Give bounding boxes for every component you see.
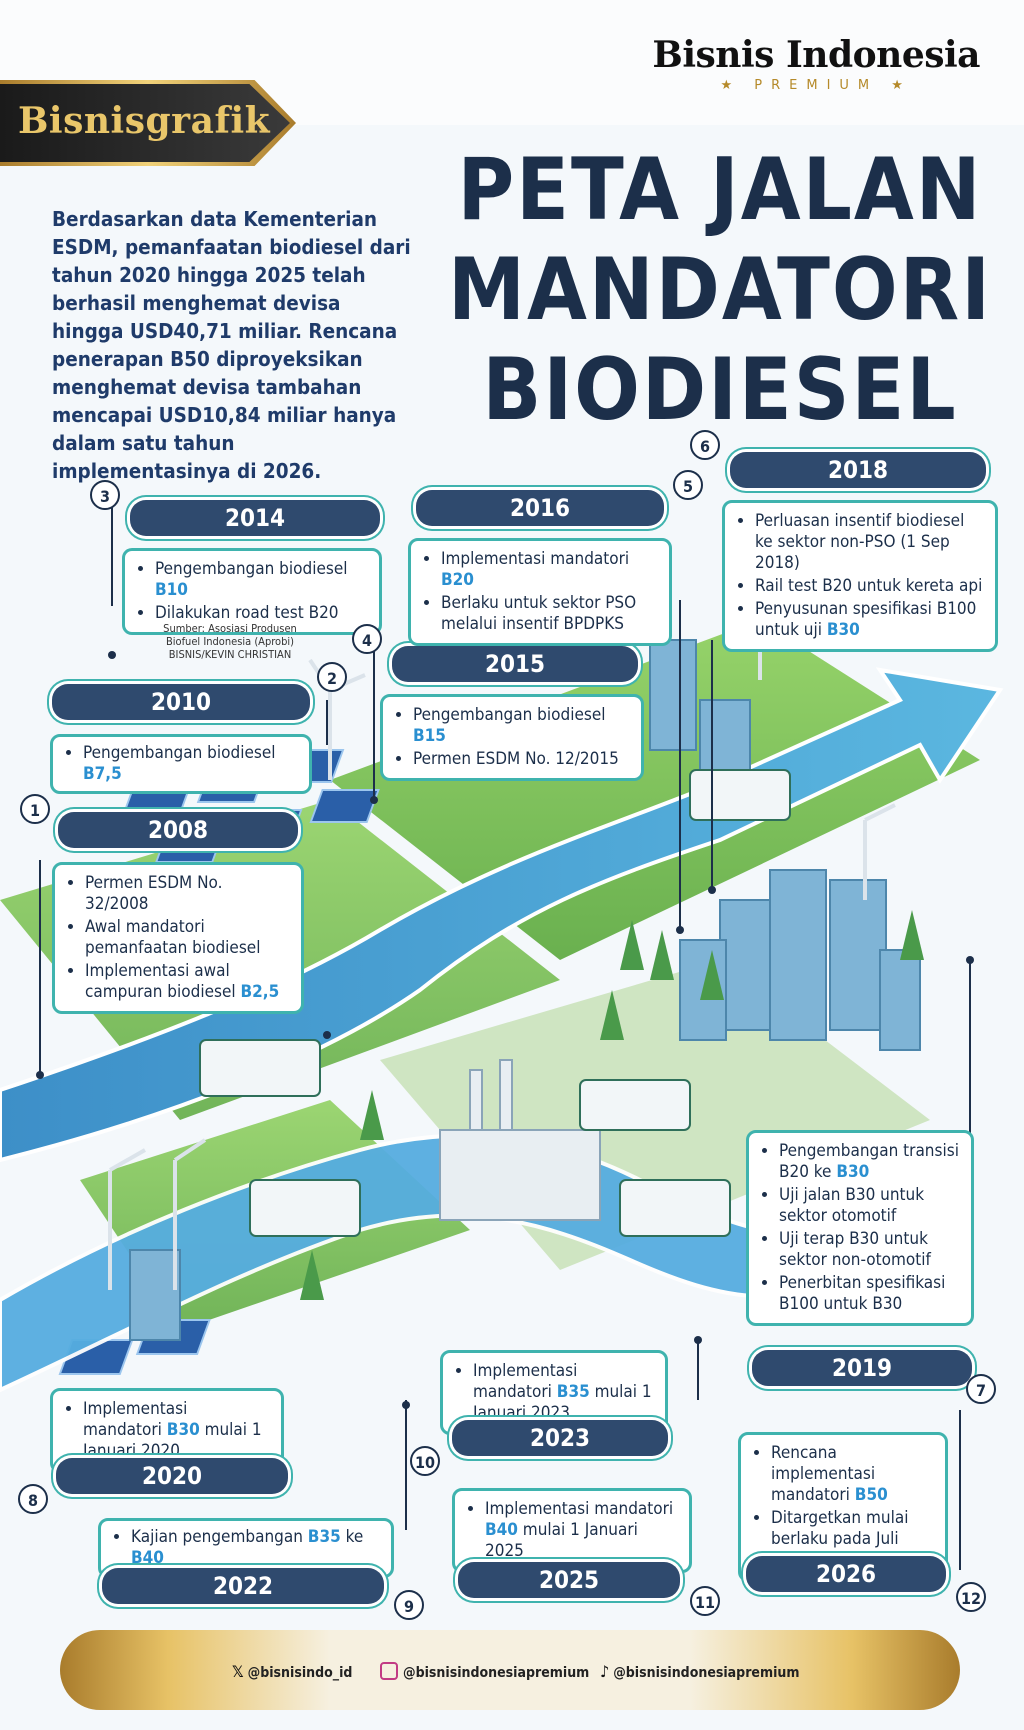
instagram-icon [380, 1662, 398, 1680]
brand-logo: Bisnis Indonesia ★ PREMIUM ★ [652, 34, 980, 93]
milestone-item: Pengembangan biodiesel B7,5 [83, 743, 297, 785]
milestone-card: Pengembangan biodiesel B10 Dilakukan roa… [122, 548, 382, 635]
milestone-item: Uji terap B30 untuk sektor non-otomotif [779, 1229, 959, 1271]
milestone-item: Berlaku untuk sektor PSO melalui insenti… [441, 593, 657, 635]
brand-sub: ★ PREMIUM ★ [720, 78, 912, 93]
milestone-year: 2020 [56, 1458, 288, 1494]
milestone-item: Implementasi mandatori B35 mulai 1 Janua… [473, 1361, 653, 1424]
tiktok-icon: ♪ [600, 1662, 610, 1681]
milestone-number: 1 [20, 794, 50, 824]
footer-ribbon [60, 1630, 960, 1710]
milestone-number: 12 [956, 1582, 986, 1612]
milestone-number: 2 [317, 662, 347, 692]
milestone-year: 2023 [452, 1420, 668, 1456]
brand-name: Bisnis Indonesia [652, 34, 980, 76]
milestone-card: Pengembangan biodiesel B15 Permen ESDM N… [380, 694, 644, 781]
milestone-item: Perluasan insentif biodiesel ke sektor n… [755, 511, 983, 574]
milestone-card: Pengembangan biodiesel B7,5 [50, 734, 312, 794]
milestone-card: Pengembangan transisi B20 ke B30 Uji jal… [746, 1130, 974, 1326]
title-line-2: MANDATORI [448, 240, 992, 340]
milestone-item: Pengembangan transisi B20 ke B30 [779, 1141, 959, 1183]
milestone-number: 6 [690, 430, 720, 460]
milestone-item: Pengembangan biodiesel B10 [155, 559, 367, 601]
milestone-year: 2018 [730, 452, 986, 488]
milestone-year: 2026 [746, 1556, 946, 1592]
milestone-item: Rail test B20 untuk kereta api [755, 576, 983, 597]
milestone-number: 4 [352, 624, 382, 654]
milestone-item: Uji jalan B30 untuk sektor otomotif [779, 1185, 959, 1227]
milestone-year: 2019 [752, 1350, 972, 1386]
milestone-card: Perluasan insentif biodiesel ke sektor n… [722, 500, 998, 652]
milestone-item: Ditargetkan mulai berlaku pada Juli 2026 [771, 1508, 933, 1571]
social-x-link[interactable]: 𝕏@bisnisindo_id [232, 1662, 353, 1681]
milestone-card: Implementasi mandatori B40 mulai 1 Janua… [452, 1488, 692, 1573]
milestone-number: 5 [673, 470, 703, 500]
milestone-number: 7 [966, 1374, 996, 1404]
milestone-item: Penerbitan spesifikasi B100 untuk B30 [779, 1273, 959, 1315]
tag-label: Bisnisgrafik [18, 100, 271, 142]
milestone-number: 8 [18, 1484, 48, 1514]
milestone-item: Dilakukan road test B20 [155, 603, 367, 624]
milestone-number: 10 [410, 1446, 440, 1476]
milestone-year: 2008 [58, 812, 298, 848]
social-tiktok-link[interactable]: ♪@bisnisindonesiapremium [600, 1662, 800, 1681]
milestone-number: 9 [394, 1590, 424, 1620]
milestone-item: Awal mandatori pemanfaatan biodiesel [85, 917, 289, 959]
milestone-item: Permen ESDM No. 12/2015 [413, 749, 629, 770]
social-instagram-link[interactable]: @bisnisindonesiapremium [380, 1662, 589, 1681]
intro-paragraph: Berdasarkan data Kementerian ESDM, peman… [52, 207, 411, 483]
x-icon: 𝕏 [232, 1662, 244, 1681]
milestone-item: Implementasi mandatori B20 [441, 549, 657, 591]
milestone-item: Kajian pengembangan B35 ke B40 [131, 1527, 379, 1569]
milestone-item: Permen ESDM No. 32/2008 [85, 873, 289, 915]
title-line-3: BIODIESEL [482, 340, 958, 440]
page-title: PETA JALAN MANDATORI BIODIESEL [440, 140, 1000, 440]
milestone-item: Implementasi awal campuran biodiesel B2,… [85, 961, 289, 1003]
milestone-year: 2022 [102, 1568, 384, 1604]
milestone-year: 2025 [458, 1562, 680, 1598]
milestone-year: 2014 [130, 500, 380, 536]
milestone-item: Pengembangan biodiesel B15 [413, 705, 629, 747]
milestone-item: Rencana implementasi mandatori B50 [771, 1443, 933, 1506]
title-line-1: PETA JALAN [457, 140, 983, 240]
milestone-item: Penyusunan spesifikasi B100 untuk uji B3… [755, 599, 983, 641]
milestone-number: 11 [690, 1586, 720, 1616]
milestone-item: Implementasi mandatori B40 mulai 1 Janua… [485, 1499, 677, 1562]
milestone-number: 3 [90, 480, 120, 510]
tag-ribbon [0, 84, 290, 162]
milestone-card: Implementasi mandatori B20 Berlaku untuk… [408, 538, 672, 646]
milestone-item: Implementasi mandatori B30 mulai 1 Janua… [83, 1399, 269, 1462]
milestone-year: 2015 [392, 646, 638, 682]
milestone-card: Permen ESDM No. 32/2008 Awal mandatori p… [52, 862, 304, 1014]
milestone-year: 2016 [416, 490, 664, 526]
milestone-year: 2010 [52, 684, 310, 720]
